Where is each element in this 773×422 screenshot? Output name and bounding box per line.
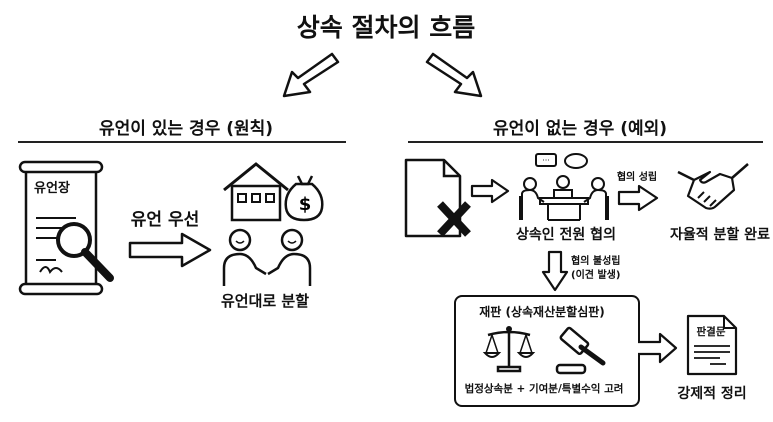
judgment-result-label: 강제적 정리 bbox=[677, 386, 747, 402]
arrow-down-left-icon bbox=[282, 52, 340, 98]
arrow-right-icon bbox=[470, 178, 510, 204]
will-priority-label: 유언 우선 bbox=[130, 210, 200, 230]
scales-of-justice-icon bbox=[482, 326, 536, 373]
court-title: 재판 (상속재산분할심판) bbox=[479, 305, 605, 319]
will-label: 유언장 bbox=[34, 181, 70, 196]
gavel-icon bbox=[555, 326, 606, 375]
judgment-doc-label: 판결문 bbox=[696, 326, 726, 338]
page-title: 상속 절차의 흐름 bbox=[296, 13, 476, 42]
svg-text:$: $ bbox=[299, 194, 312, 215]
court-basis-label: 법정상속분 + 기여분/특별수익 고려 bbox=[464, 383, 624, 395]
arrow-down-icon bbox=[541, 250, 569, 292]
agreement-label: 협의 성립 bbox=[616, 172, 658, 183]
left-divider bbox=[18, 141, 346, 143]
arrow-right-icon bbox=[638, 332, 678, 364]
handshake-icon bbox=[677, 163, 749, 210]
right-divider bbox=[408, 141, 763, 143]
arrow-right-icon bbox=[128, 232, 212, 268]
judgment-document-icon bbox=[686, 314, 738, 376]
left-heading: 유언이 있는 경우 (원칙) bbox=[98, 119, 274, 139]
house-and-money-icon: $ bbox=[223, 162, 324, 222]
heirs-meeting-label: 상속인 전원 협의 bbox=[516, 227, 616, 243]
right-heading: 유언이 없는 경우 (예외) bbox=[492, 119, 668, 139]
svg-text:···: ··· bbox=[542, 156, 550, 165]
arrow-down-right-icon bbox=[425, 52, 483, 98]
disagreement-label: 협의 불성립 bbox=[571, 256, 621, 267]
heirs-meeting-icon: ··· bbox=[519, 153, 609, 221]
disagreement-sub-label: (이견 발생) bbox=[571, 270, 621, 281]
two-people-handshake-icon bbox=[222, 228, 312, 286]
no-will-document-icon bbox=[404, 158, 471, 238]
will-result-label: 유언대로 분할 bbox=[220, 292, 310, 310]
agreement-result-label: 자율적 분할 완료 bbox=[670, 227, 770, 243]
arrow-right-icon bbox=[617, 184, 659, 212]
will-scroll-icon bbox=[18, 160, 114, 296]
